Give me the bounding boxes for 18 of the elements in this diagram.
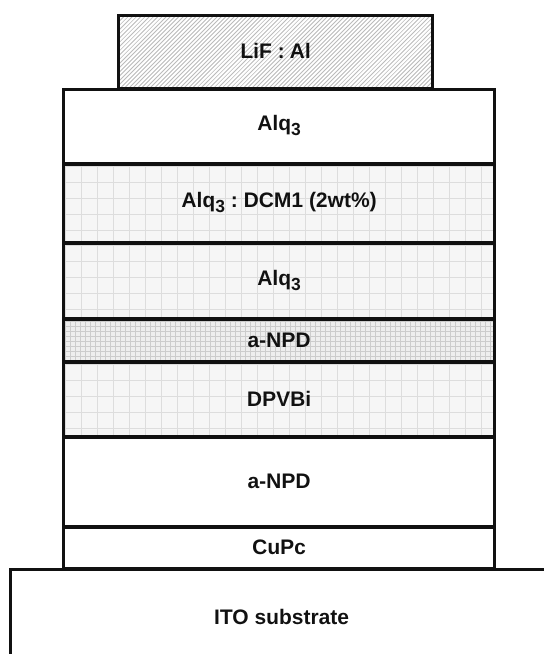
layer-band [62,163,496,244]
layer-band [62,88,496,165]
layer-band [62,436,496,528]
layer-label: DPVBi [246,388,312,412]
layer-label: Alq$_{3}$ [257,112,301,141]
layer-label: Alq$_{3}$ [257,266,301,296]
layer-band [62,526,496,570]
layer-band [117,14,434,90]
layer-band [62,361,496,438]
layer-label: a-NPD [247,470,310,494]
layer-label: LiF : Al [240,40,311,64]
layer-label: ITO substrate [214,606,349,630]
layer-label: Alq$_{3}$ : DCM1 (2wt%) [181,189,377,218]
layer-band [9,568,544,654]
layer-label: CuPc [252,536,306,560]
layer-band [62,242,496,320]
layer-band [62,318,496,363]
layer-label: a-NPD [247,328,310,352]
